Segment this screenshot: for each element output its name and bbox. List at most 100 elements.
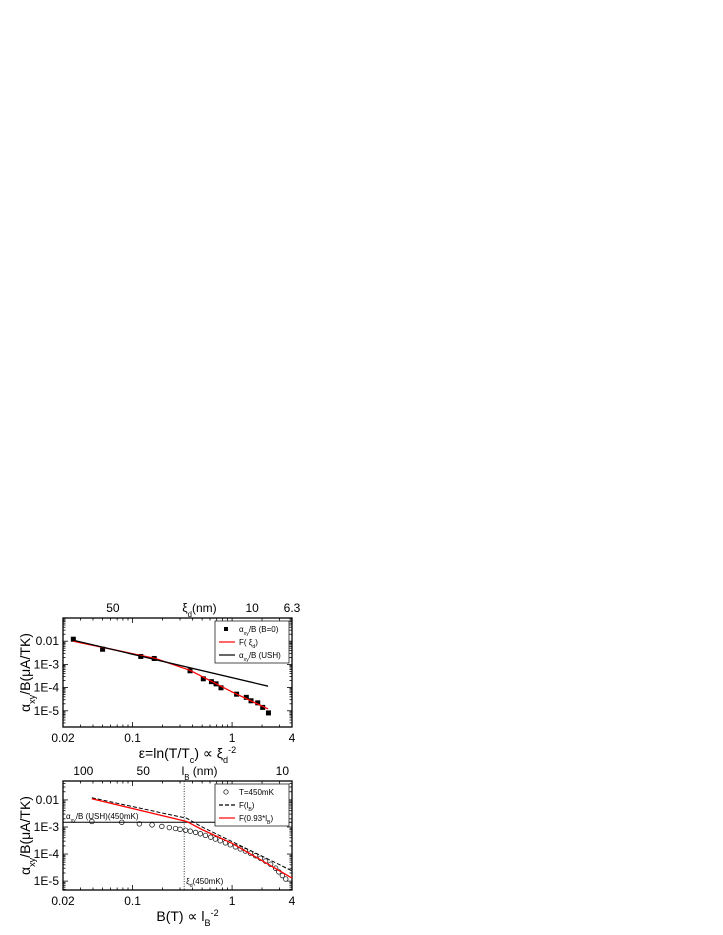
legend-label-part: ): [270, 814, 273, 823]
y-axis-label-part: xy: [27, 694, 37, 704]
y-axis-label-part: α: [17, 704, 33, 712]
data-point: [243, 694, 249, 700]
data-point: [100, 646, 106, 652]
hline-label-part: /B (USH)(450mK): [76, 812, 139, 821]
top-axis-label-part: ξ: [182, 601, 188, 615]
data-point: [272, 865, 279, 871]
data-point: [187, 828, 193, 834]
data-point: [279, 872, 286, 879]
data-point: [242, 848, 249, 854]
data-point: [208, 834, 214, 840]
top-tick-label: 50: [106, 601, 120, 615]
legend-label-part: xy: [244, 631, 250, 637]
data-point: [136, 821, 142, 827]
legend-label-part: /B (USH): [249, 651, 281, 660]
series-line: [91, 798, 293, 879]
y-tick-label: 0.01: [36, 793, 60, 807]
y-tick-label: 0.01: [36, 634, 60, 648]
y-axis-label-part: xy: [27, 857, 37, 867]
legend-label-part: F( ξ: [239, 638, 253, 647]
series-1: [89, 818, 289, 882]
top-axis-label-part: d: [188, 610, 192, 619]
x-axis-label-part: B: [204, 918, 210, 928]
legend-label: F(lB): [239, 801, 255, 813]
hline-label-part: α: [66, 812, 71, 821]
hline-label-part: xy: [71, 818, 77, 824]
data-point: [177, 826, 183, 832]
plot-frame: [62, 617, 293, 728]
data-point: [192, 829, 199, 836]
legend-label-part: F(l: [239, 801, 249, 810]
x-axis-label-part: c: [190, 755, 195, 765]
x-axis-label-part: B(T) ∝ l: [156, 908, 204, 924]
y-tick-label: 1E-5: [34, 704, 60, 718]
top-tick-label: 10: [245, 601, 259, 615]
legend-label-part: ): [255, 638, 258, 647]
x-tick-label: 1: [229, 731, 236, 745]
top-tick-label: 50: [137, 764, 151, 778]
data-point: [255, 700, 261, 706]
data-point: [265, 710, 271, 716]
top-tick-label: 6.3: [284, 601, 301, 615]
data-point: [200, 676, 206, 682]
series-2: [91, 797, 293, 872]
data-point: [283, 876, 289, 882]
x-tick-label: 1: [229, 894, 236, 908]
y-axis-label-part: /B(μA/TK): [17, 796, 33, 858]
legend-label-part: ): [252, 801, 255, 810]
legend-label-part: T=450mK: [239, 788, 275, 797]
legend-label: T=450mK: [239, 788, 275, 797]
legend-label: F(0.93*lB): [239, 814, 273, 826]
top-axis-label: lB (nm): [182, 764, 218, 782]
y-tick-label: 1E-4: [34, 681, 60, 695]
x-axis-label: ε=ln(T/Tc) ∝ ξd-2: [139, 745, 236, 765]
vline-label-part: (450mK): [193, 877, 224, 886]
vline-label-part: d: [190, 883, 193, 889]
legend-label-part: α: [239, 651, 244, 660]
data-point: [119, 819, 125, 825]
data-point: [89, 818, 95, 825]
legend-label-part: F(0.93*l: [239, 814, 267, 823]
data-point: [166, 824, 172, 831]
x-tick-label: 0.02: [51, 894, 75, 908]
x-axis-label-part: ε=ln(T/T: [139, 745, 190, 761]
top-axis-label-part: (nm): [189, 764, 217, 778]
data-point: [197, 831, 204, 837]
y-tick-label: 1E-3: [34, 657, 60, 671]
series-3: [91, 798, 293, 879]
legend-circle-marker: [223, 789, 229, 795]
top-axis-label: ξd(nm): [182, 601, 216, 619]
y-axis-label-part: α: [17, 867, 33, 875]
x-axis-label-part: ) ∝ ξ: [194, 745, 223, 761]
data-point: [172, 825, 179, 832]
x-axis-label-part: -2: [228, 745, 236, 755]
vline-label-part: ξ: [186, 877, 190, 886]
y-axis-label: αxy/B(μA/TK): [17, 633, 37, 712]
top-axis-label-part: l: [182, 764, 185, 778]
series-3: [73, 639, 269, 687]
data-point: [149, 822, 155, 828]
top-tick-label: 10: [276, 764, 290, 778]
data-point: [182, 827, 189, 833]
y-axis-label-part: /B(μA/TK): [17, 633, 33, 695]
data-point: [202, 832, 209, 839]
x-tick-label: 0.1: [124, 731, 141, 745]
top-tick-label: 100: [73, 764, 93, 778]
legend-label-part: xy: [244, 657, 250, 663]
x-tick-label: 4: [289, 894, 296, 908]
legend-label: F( ξd): [239, 638, 258, 650]
legend-label-part: B: [267, 820, 271, 826]
series-line: [73, 639, 269, 687]
legend-label-part: α: [239, 625, 244, 634]
data-point: [70, 636, 76, 642]
hline-label: αxy/B (USH)(450mK): [66, 812, 139, 824]
data-point: [260, 704, 266, 710]
y-tick-label: 1E-5: [34, 874, 60, 888]
vline-label: ξd(450mK): [186, 877, 223, 889]
legend-square-marker: [224, 627, 228, 631]
x-axis-label-part: -2: [211, 908, 219, 918]
x-axis-label: B(T) ∝ lB-2: [156, 908, 218, 928]
